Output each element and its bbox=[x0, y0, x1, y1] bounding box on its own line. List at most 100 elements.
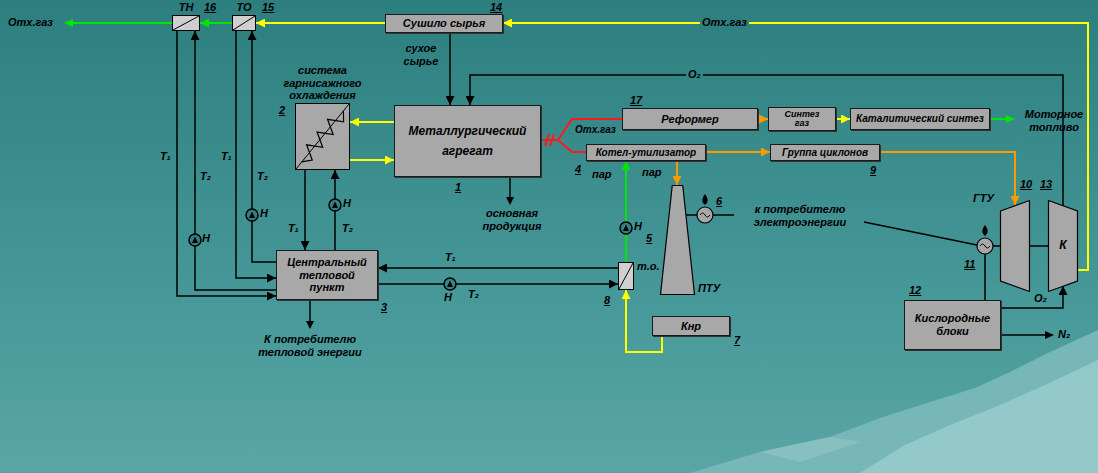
power-line bbox=[713, 214, 734, 216]
flow-label: T₂ bbox=[342, 222, 353, 235]
arrow-head bbox=[306, 321, 314, 329]
pump-symbol bbox=[329, 199, 341, 211]
heat-exchanger: ТН bbox=[172, 15, 200, 31]
mountain-facet bbox=[860, 360, 1098, 473]
exchanger-diagonal bbox=[233, 16, 255, 30]
break-mark bbox=[545, 134, 549, 146]
process-box: Каталитический синтез bbox=[850, 108, 990, 130]
cooling-body bbox=[296, 104, 350, 170]
flow-label: Отх.газ bbox=[575, 124, 616, 136]
flow-label: T₁ bbox=[160, 150, 171, 163]
flame-symbol bbox=[702, 194, 707, 205]
node-label: ТО bbox=[236, 1, 251, 14]
flow-label: N₂ bbox=[1058, 328, 1070, 341]
flow-label: К потребителю тепловой энергии bbox=[255, 333, 365, 358]
node-label: Синтез газ bbox=[780, 110, 824, 129]
process-box: Синтез газ bbox=[768, 107, 836, 131]
flow-line bbox=[758, 118, 768, 120]
flow-line bbox=[177, 31, 276, 296]
product-line bbox=[509, 177, 511, 198]
exchanger-diagonal bbox=[173, 16, 199, 30]
flow-line bbox=[625, 161, 627, 262]
node-label: Кнр bbox=[681, 320, 701, 333]
steam-turbine: ПТУ bbox=[660, 185, 695, 295]
process-box: Металлургический агрегат bbox=[394, 105, 541, 177]
flow-line bbox=[706, 151, 770, 153]
flow-label: Моторное топливо bbox=[1018, 108, 1090, 133]
flow-label: O₂ bbox=[686, 68, 703, 81]
shaft bbox=[1030, 245, 1048, 247]
process-box: Кислородные блоки bbox=[904, 300, 1001, 350]
callout-number: 8 bbox=[604, 294, 610, 307]
generator-wave bbox=[980, 244, 990, 248]
callout-number: 14 bbox=[490, 1, 502, 14]
callout-number: 2 bbox=[279, 104, 285, 117]
process-box: Кнр bbox=[652, 316, 730, 336]
flow-line bbox=[350, 121, 394, 123]
generator-symbol bbox=[977, 238, 993, 254]
flow-label: T₁ bbox=[445, 251, 456, 264]
flow-line bbox=[256, 22, 385, 24]
cooling-diagonal bbox=[296, 104, 349, 169]
node-label: Сушило сырья bbox=[403, 17, 485, 30]
flow-line bbox=[676, 161, 678, 185]
callout-number: 4 bbox=[575, 163, 581, 176]
callout-number: 6 bbox=[716, 195, 722, 208]
node-label: Центральный тепловой пункт bbox=[281, 256, 373, 294]
flow-label: T₂ bbox=[468, 288, 479, 301]
shaft bbox=[686, 214, 697, 216]
node-label: Каталитический синтез bbox=[856, 113, 984, 125]
flow-line bbox=[378, 283, 618, 285]
node-label: ТН bbox=[179, 1, 194, 14]
node-label: К bbox=[1059, 239, 1066, 253]
power-line bbox=[864, 222, 977, 245]
node-label: Кислородные блоки bbox=[909, 312, 996, 337]
process-box: Реформер bbox=[622, 108, 758, 130]
flow-label: Н bbox=[260, 207, 268, 220]
pump-symbol bbox=[620, 222, 632, 234]
flow-label: сухое сырье bbox=[398, 42, 444, 67]
power-line bbox=[984, 254, 986, 300]
flow-line bbox=[836, 118, 850, 120]
node-label: система гарнисажного охлаждения bbox=[264, 64, 382, 102]
heat-exchanger-outline bbox=[618, 262, 634, 290]
gas-turbine: ГТУ bbox=[1000, 200, 1030, 292]
flow-line bbox=[378, 267, 618, 269]
flow-label: основная продукция bbox=[480, 207, 544, 232]
flow-line bbox=[236, 31, 276, 278]
flow-label: Отх.газ bbox=[700, 16, 749, 29]
steam-turbine-outline bbox=[660, 185, 695, 295]
heat-exchanger: ТО bbox=[232, 15, 256, 31]
flow-line bbox=[541, 140, 586, 152]
flow-line bbox=[880, 152, 1015, 205]
flow-line bbox=[195, 31, 276, 290]
flow-label: T₂ bbox=[200, 170, 211, 183]
flow-label: T₁ bbox=[288, 222, 299, 235]
arrow-head bbox=[1006, 115, 1015, 123]
process-box: Сушило сырья bbox=[385, 14, 503, 33]
break-mark bbox=[550, 134, 554, 146]
shaft bbox=[993, 245, 1001, 247]
pump-symbol bbox=[189, 234, 201, 246]
mountain bbox=[690, 330, 1098, 473]
flow-label: Н bbox=[202, 232, 210, 245]
callout-number: 12 bbox=[909, 284, 921, 297]
node-label: Котел-утилизатор bbox=[596, 147, 696, 159]
mountain-facet bbox=[760, 437, 860, 462]
fuel-line bbox=[990, 118, 1008, 120]
callout-number: 3 bbox=[381, 301, 387, 314]
gas-turbine-outline bbox=[1000, 200, 1030, 292]
node-label: т.о. bbox=[637, 260, 659, 273]
heat-out-line bbox=[309, 300, 311, 322]
heat-exchanger-outline bbox=[232, 15, 256, 31]
exchanger-body bbox=[233, 16, 256, 31]
callout-number: 9 bbox=[870, 164, 876, 177]
pump-symbol bbox=[444, 278, 456, 290]
node-label: ГТУ bbox=[973, 192, 994, 205]
heat-exchanger: т.о. bbox=[618, 262, 634, 290]
callout-number: 15 bbox=[262, 1, 274, 14]
flow-line bbox=[449, 33, 451, 105]
exchanger-body bbox=[173, 16, 200, 31]
